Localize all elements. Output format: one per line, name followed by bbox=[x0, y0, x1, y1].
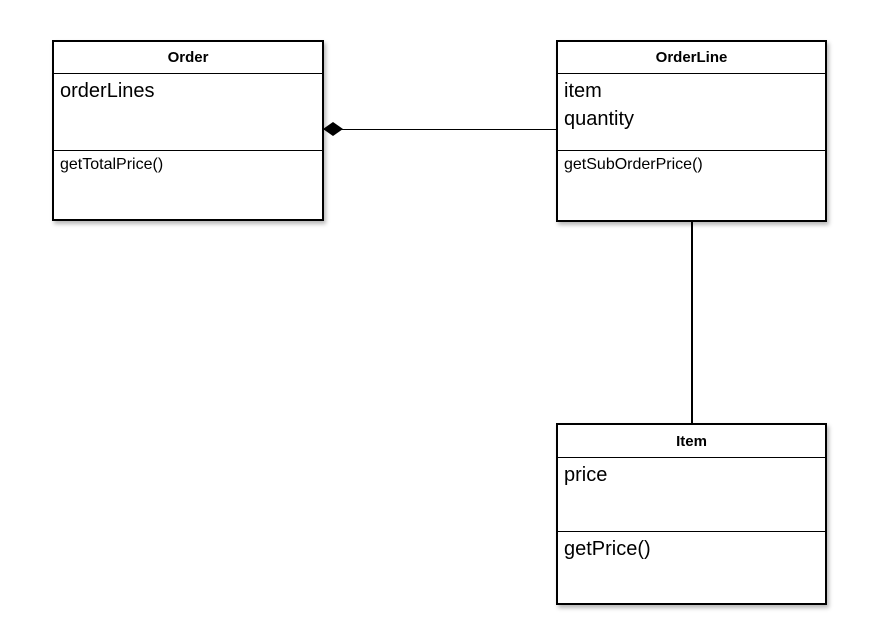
class-order-attributes: orderLines bbox=[54, 74, 322, 151]
class-item-methods: getPrice() bbox=[558, 532, 825, 603]
composition-diamond-icon bbox=[323, 122, 343, 136]
class-orderline-title: OrderLine bbox=[558, 42, 825, 74]
class-orderline-methods: getSubOrderPrice() bbox=[558, 151, 825, 220]
attribute: orderLines bbox=[60, 80, 155, 102]
method: getSubOrderPrice() bbox=[564, 156, 703, 173]
class-item: Item price getPrice() bbox=[556, 423, 827, 605]
association-link-orderline-item bbox=[691, 222, 693, 423]
attribute: price bbox=[564, 464, 608, 486]
attribute: item bbox=[564, 80, 602, 102]
class-order-methods: getTotalPrice() bbox=[54, 151, 322, 219]
attribute: quantity bbox=[564, 108, 635, 130]
class-order-title: Order bbox=[54, 42, 322, 74]
class-item-attributes: price bbox=[558, 458, 825, 532]
method: getPrice() bbox=[564, 538, 651, 560]
method: getTotalPrice() bbox=[60, 156, 164, 173]
class-item-title: Item bbox=[558, 425, 825, 458]
class-orderline-attributes: item quantity bbox=[558, 74, 825, 151]
class-order: Order orderLines getTotalPrice() bbox=[52, 40, 324, 221]
composition-link-order-orderline bbox=[324, 128, 556, 130]
class-orderline: OrderLine item quantity getSubOrderPrice… bbox=[556, 40, 827, 222]
